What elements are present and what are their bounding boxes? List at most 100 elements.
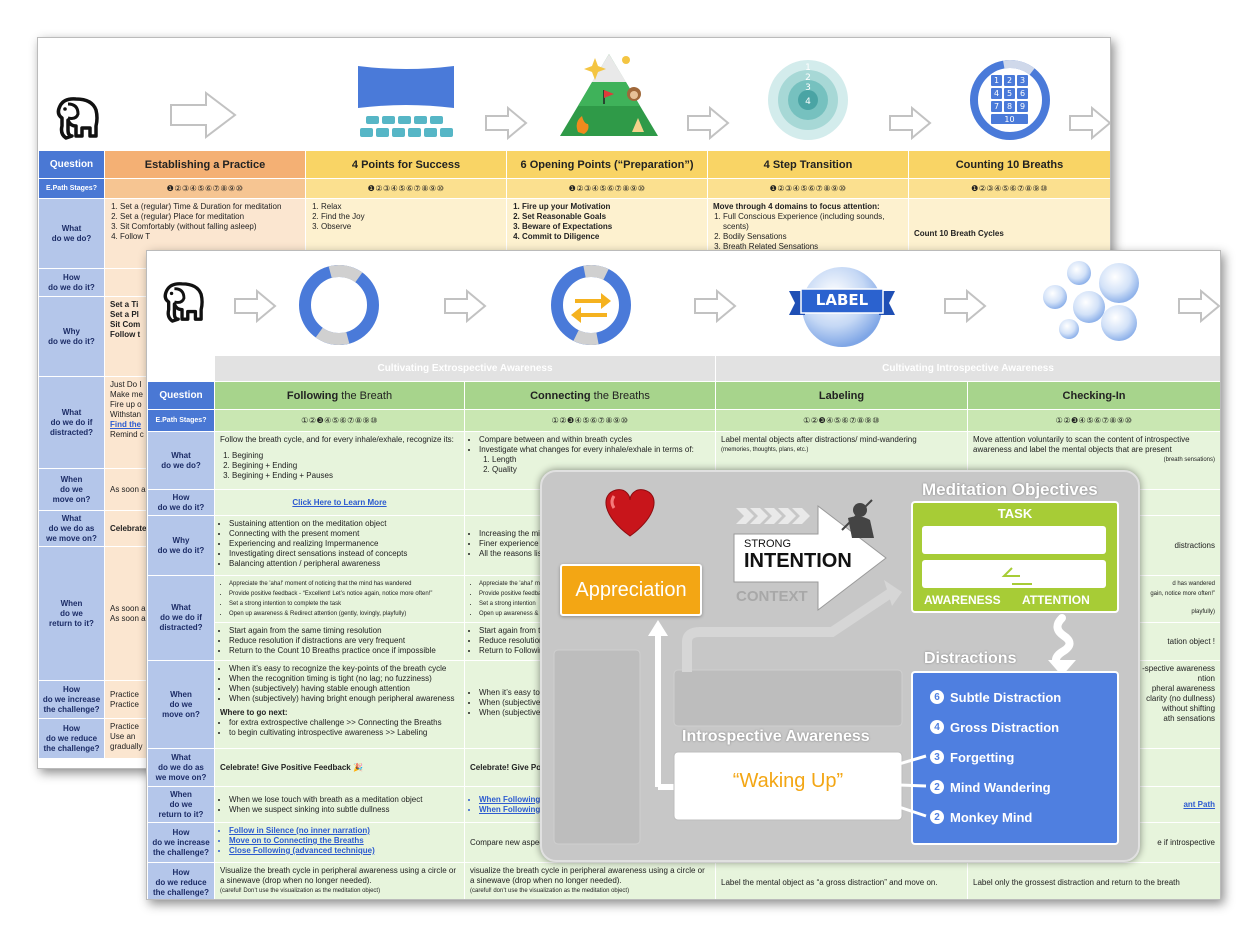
column-title: 4 Points for Success [305,150,507,179]
arrow-right-icon [170,90,237,140]
list-item: Appreciate the 'aha!' moment of noticing… [229,579,459,589]
list-item[interactable]: When Following th [479,795,710,805]
column-title: 6 Opening Points (“Preparation”) [506,150,708,179]
list-item: Full Conscious Experience (including sou… [723,212,903,232]
list-item: Experiencing and realizing Impermanence [229,539,459,549]
appreciation-button: Appreciation [560,564,702,616]
elephant-icon [56,97,99,140]
list-item: Compare between and within breath cycles [479,435,710,445]
list-item[interactable]: When Following th [479,805,710,815]
stages-indicator: ①②❸④⑤⑥⑦⑧⑨⑩ [967,409,1220,432]
list-item: Set a (regular) Place for meditation [120,212,300,222]
svg-text:2: 2 [805,73,811,83]
arrow-right-icon [944,289,987,323]
cell-text: Use an [110,732,136,741]
row-question: Why do we do it? [38,296,105,377]
cell-text: Label mental objects after distractions/… [721,435,917,444]
arrow-right-icon [234,289,277,323]
list-item: When the recognition timing is tight (no… [229,674,459,684]
stages-indicator: ①②❸④⑤⑥⑦⑧⑨⑩ [463,409,717,432]
list-item: Balancing attention / peripheral awarene… [229,559,459,569]
list-item[interactable]: Close Following (advanced technique) [229,846,459,856]
cell-subtext: (memories, thoughts, plans, etc.) [721,447,809,453]
learn-more-link[interactable]: Click Here to Learn More [292,497,387,507]
front-stages-row: E.Path Stages? ①②❸④⑤⑥⑦⑧⑨⑩ ①②❸④⑤⑥⑦⑧⑨⑩ ①②❸… [147,409,1220,432]
list-item[interactable]: Move on to Connecting the Breaths [229,836,459,846]
list-item: Quality [492,465,710,475]
cell-text: Follow t [110,330,141,339]
list-item: Open up awareness & Redirect attention (… [229,609,459,619]
list-item: Set a (regular) Time & Duration for medi… [120,202,300,212]
distraction-label: Subtle Distraction [950,689,1062,705]
strong-label: STRONG [744,538,792,550]
list-item: Investigate what changes for every inhal… [479,445,710,455]
cell-text: Fire up o [110,400,142,409]
list-item[interactable]: Follow in Silence (no inner narration) [229,826,459,836]
cell: When we lose touch with breath as a medi… [214,786,465,823]
row-question: How do we increase the challenge? [147,822,215,863]
list-item: Sustaining attention on the meditation o… [229,519,459,529]
list-item: When (subjectively) having stable enough… [229,684,459,694]
link[interactable]: Find the [110,420,142,429]
cell-text: Move attention voluntarily to scan the c… [973,435,1190,454]
stages-indicator: ❶②③④⑤⑥⑦⑧⑨⑩ [707,178,909,199]
list-item: Appreciate the 'aha!' m [479,579,710,589]
counter-digit: 8 [1007,102,1012,111]
list-item: Breath Related Sensations [723,242,903,252]
cell: Label the mental object as “a gross dist… [715,862,969,899]
list-item: Length [492,455,710,465]
link[interactable]: ant Path [1183,799,1216,809]
cell-text: pheral awareness [1151,684,1216,693]
list-item: Open up awareness & Re [479,609,710,619]
cell: Celebrate! Give Positive Feedback 🎉 [214,748,465,787]
row-question: How do we reduce the challenge? [38,718,105,759]
task-label: TASK [997,506,1033,521]
cell-text: without shifting [1162,704,1216,713]
cell-text: Visualize the breath cycle in peripheral… [220,866,456,885]
label-banner-text: LABEL [815,291,869,309]
stages-indicator: ❶②③④⑤⑥⑦⑧⑨⑩ [305,178,507,199]
row-question: When do we move on? [38,468,105,511]
list-item: Investigating direct sensations instead … [229,549,459,559]
arrow-right-icon [694,289,737,323]
column-title: Establishing a Practice [104,150,306,179]
cell-text: Follow the breath cycle, and for every i… [220,435,454,444]
cell-subtext: (careful! Don’t use the visualization as… [220,888,381,894]
distractions-title: Distractions [924,650,1017,667]
cell-text: d has wandered [1172,581,1216,587]
cell: Start again from the same timing resolut… [214,622,465,661]
question-header: Question [147,381,215,410]
introspective-title: Introspective Awareness [682,728,870,745]
stages-indicator: ①②❸④⑤⑥⑦⑧⑨⑩ [715,409,969,432]
band-extrospective: Cultivating Extrospective Awareness [213,355,717,382]
cell-text: Practice [110,699,139,709]
cell-subtext: (breath sensations) [1163,457,1216,463]
distraction-label: Mind Wandering [950,779,1051,795]
list-item: to begin cultivating introspective aware… [229,728,459,738]
cell: Sustaining attention on the meditation o… [214,515,465,576]
row-question: What do we do as we move on? [147,748,215,787]
svg-text:1: 1 [805,63,811,73]
cell-text: ntion [1197,674,1216,683]
row-question: When do we move on? [147,660,215,749]
cell-text: clarity (no dullness) [1146,694,1216,703]
arrow-right-icon [687,106,730,140]
bubbles-icon [1043,261,1139,341]
arrow-right-icon [889,106,932,140]
stages-indicator: ❶②③④⑤⑥⑦⑧⑨⑩ [104,178,306,199]
row-question: How do we reduce the challenge? [147,862,215,899]
cell: visualize the breath cycle in peripheral… [463,862,717,899]
cell-subtext: (careful! don’t use the visualization as… [470,888,630,894]
distraction-number: 3 [930,750,944,764]
row-question: What do we do if distracted? [38,376,105,469]
cell-text: Sit Com [110,320,141,329]
cell: Appreciate the 'aha!' moment of noticing… [214,575,465,623]
stages-indicator: ①②❸④⑤⑥⑦⑧⑨⑩ [214,409,465,432]
breath-ring-icon [299,265,379,345]
list-item: Sit Comfortably (without falling asleep) [120,222,300,232]
cell-text: -spective awareness [1142,664,1216,673]
cell: Follow the breath cycle, and for every i… [214,431,465,490]
